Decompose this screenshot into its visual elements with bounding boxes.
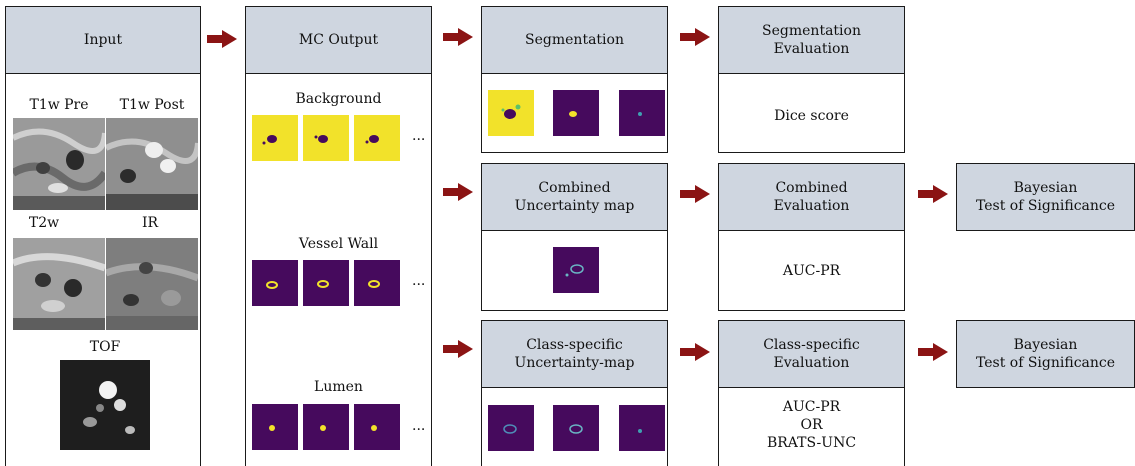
vessel-wall-blobs: [266, 280, 380, 289]
input-header: Input: [5, 6, 201, 74]
combined-blobs: [565, 264, 584, 277]
lumen-map-2: [303, 404, 349, 450]
class-uncertainty-map-3: [619, 405, 665, 451]
bayesian-test-header-1: Bayesian Test of Significance: [956, 163, 1135, 231]
segmentation-map-3: [619, 90, 665, 136]
segmentation-header: Segmentation: [481, 6, 668, 74]
arrow-combined-to-eval: [680, 185, 710, 203]
t1w-post-image: [106, 118, 198, 210]
auc-pr-label: AUC-PR: [782, 263, 841, 279]
label-t1w-post: T1w Post: [119, 97, 185, 113]
dice-score-label: Dice score: [774, 108, 849, 124]
vessel-wall-ellipsis: ...: [412, 273, 426, 289]
group-lumen-label: Lumen: [314, 379, 363, 395]
label-tof: TOF: [89, 339, 121, 355]
ir-image: [106, 238, 198, 330]
lumen-map-3: [354, 404, 400, 450]
class-uncertainty-header: Class-specific Uncertainty-map: [481, 320, 668, 388]
arrow-mc-to-combined: [443, 183, 473, 201]
lumen-ellipsis: ...: [412, 418, 426, 434]
lumen-blobs: [269, 425, 377, 431]
class-uncertainty-map-1: [488, 405, 534, 451]
label-t1w-pre: T1w Pre: [29, 97, 89, 113]
arrow-mc-to-class: [443, 340, 473, 358]
class-evaluation-panel: [718, 387, 905, 466]
segmentation-evaluation-header: Segmentation Evaluation: [718, 6, 905, 74]
class-metrics-label: AUC-PR OR BRATS-UNC: [766, 399, 857, 451]
combined-evaluation-header: Combined Evaluation: [718, 163, 905, 231]
label-ir: IR: [141, 215, 159, 231]
class-evaluation-header: Class-specific Evaluation: [718, 320, 905, 388]
t1w-pre-image: [13, 118, 105, 210]
mc-output-header: MC Output: [245, 6, 432, 74]
segmentation-evaluation-panel: [718, 73, 905, 153]
background-blobs: [262, 135, 379, 145]
combined-uncertainty-header: Combined Uncertainty map: [481, 163, 668, 231]
vessel-wall-map-2: [303, 260, 349, 306]
vessel-wall-map-3: [354, 260, 400, 306]
background-ellipsis: ...: [412, 128, 426, 144]
segmentation-blobs: [501, 104, 642, 119]
group-background-label: Background: [295, 91, 382, 107]
arrow-seg-to-eval: [680, 28, 710, 46]
lumen-map-1: [252, 404, 298, 450]
combined-evaluation-panel: [718, 230, 905, 311]
group-vessel-wall-label: Vessel Wall: [298, 236, 379, 252]
t2w-image: [13, 238, 105, 330]
tof-image: [60, 360, 150, 450]
combined-uncertainty-map: [553, 247, 599, 293]
arrow-mc-to-segmentation: [443, 28, 473, 46]
arrow-combined-eval-to-bayes: [918, 185, 948, 203]
arrow-class-eval-to-bayes: [918, 343, 948, 361]
class-uncertainty-blobs: [503, 424, 642, 434]
label-t2w: T2w: [28, 215, 60, 231]
class-uncertainty-map-2: [553, 405, 599, 451]
bayesian-test-header-2: Bayesian Test of Significance: [956, 320, 1135, 388]
arrow-class-to-eval: [680, 343, 710, 361]
arrow-input-to-mc: [207, 30, 237, 48]
